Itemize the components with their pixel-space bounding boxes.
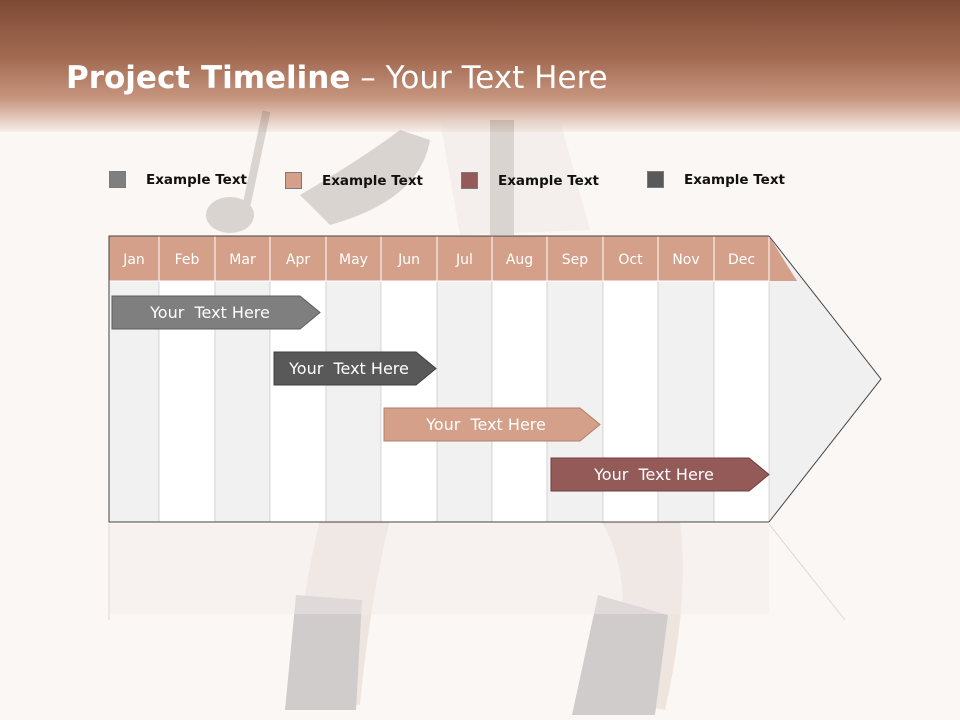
month-label: Sep [562,252,589,268]
month-header-cell [546,235,604,282]
month-header-cell [380,235,438,282]
task-label: Your Text Here [149,303,270,322]
legend-swatch-2 [285,172,302,189]
legend-label-2: Example Text [322,173,423,189]
task-label: Your Text Here [593,465,714,484]
month-label: Aug [506,252,533,268]
legend-swatch-1 [109,171,126,188]
month-label: Feb [175,252,200,268]
month-label: May [339,252,368,268]
month-column [436,280,493,523]
month-header-cell [657,235,715,282]
month-label: Jan [122,252,145,268]
legend-swatch-3 [461,172,478,189]
legend-label-4: Example Text [684,172,785,188]
month-column [491,280,548,523]
month-label: Nov [672,252,699,268]
month-label: Apr [286,252,310,268]
task-arrow [383,407,601,442]
page-title: Project Timeline – Your Text Here [66,60,608,96]
month-label: Dec [728,252,755,268]
month-label: Jul [455,252,473,268]
month-label: Mar [229,252,256,268]
task-arrow [273,351,437,386]
title-banner [0,0,960,132]
month-header-cell [713,235,770,282]
month-header-cell [214,235,271,282]
month-header-cell [269,235,327,282]
month-header-cell [602,235,659,282]
title-rest: – Your Text Here [350,60,608,96]
timeline-arrow-head [769,236,881,522]
month-header-cell [108,235,160,282]
month-header-cell [325,235,382,282]
timeline-arrow-head-band [769,236,797,281]
task-arrow [550,457,770,492]
task-label: Your Text Here [288,359,409,378]
timeline-reflection-fill [109,524,769,614]
task-label: Your Text Here [425,415,546,434]
legend-label-1: Example Text [146,172,247,188]
timeline-outline [108,235,882,523]
legend-swatch-4 [647,171,664,188]
month-column [325,280,382,523]
legend-label-3: Example Text [498,173,599,189]
title-bold: Project Timeline [66,60,351,96]
month-label: Jun [397,252,420,268]
task-arrow [111,295,321,330]
month-label: Oct [618,252,643,268]
month-column [380,280,438,523]
timeline-reflection [108,523,846,621]
